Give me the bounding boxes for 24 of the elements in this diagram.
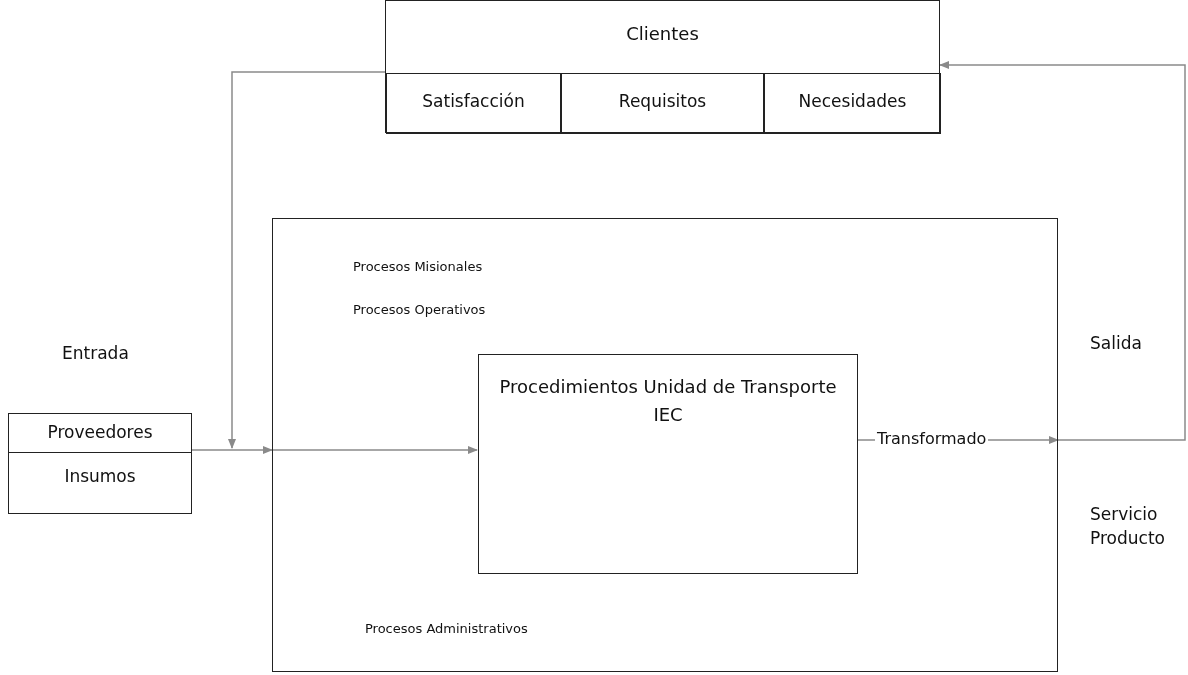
process-label: Procesos Administrativos: [365, 621, 528, 636]
process-label: Procesos Operativos: [353, 302, 486, 317]
cell-text: Requisitos: [617, 91, 708, 111]
flow-label: Salida: [1090, 333, 1142, 353]
flow-label: Servicio Producto: [1090, 503, 1166, 550]
arrow: [228, 71, 386, 449]
arrow: [271, 446, 478, 454]
cell-text: Insumos: [63, 466, 137, 486]
box-text: Procedimientos Unidad de Transporte IEC: [499, 375, 837, 427]
side-label: Entrada: [62, 343, 129, 363]
box-heading: Clientes: [625, 23, 700, 44]
process-label: Procesos Misionales: [353, 259, 483, 274]
table-cell: [561, 73, 764, 134]
table-box: [385, 0, 940, 133]
process-container: [272, 218, 1058, 672]
cell-text: Necesidades: [797, 91, 908, 111]
cell-text: Proveedores: [46, 422, 154, 442]
table-cell: [764, 73, 941, 134]
table-cell: [386, 73, 561, 134]
process-box: [478, 354, 858, 574]
arrow: [191, 446, 273, 454]
arrow: [939, 61, 1186, 441]
cell-text: Satisfacción: [421, 91, 526, 111]
input-box: [8, 413, 192, 514]
